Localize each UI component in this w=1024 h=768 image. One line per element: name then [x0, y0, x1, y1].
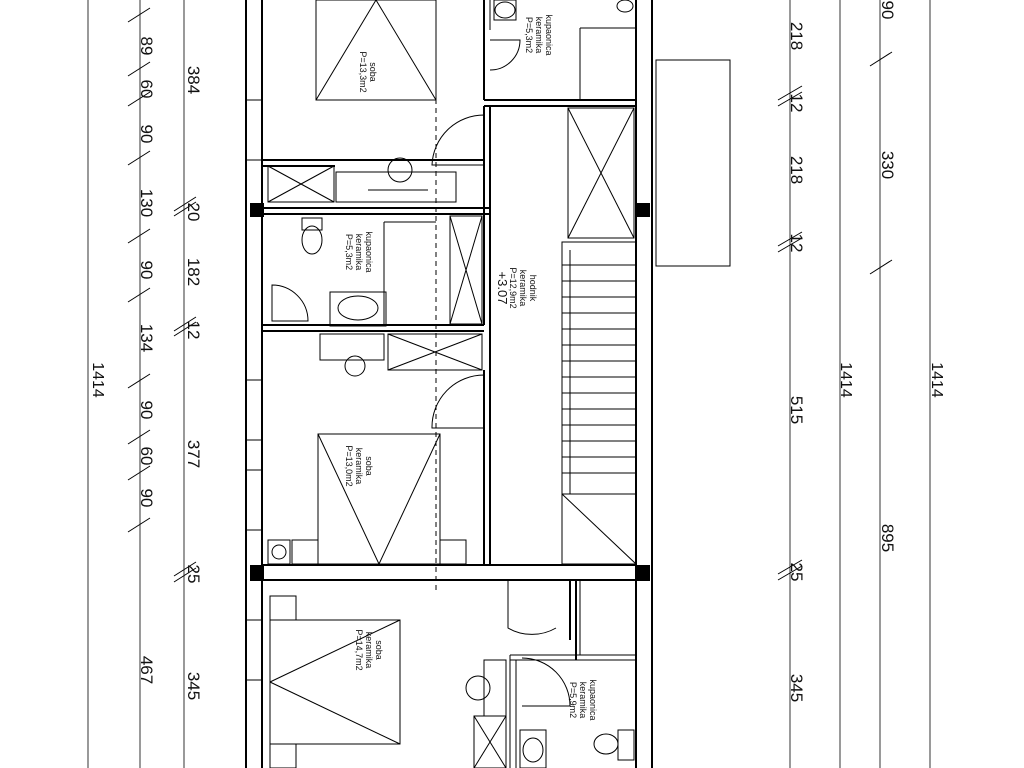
dim-col2-5: 134 [137, 324, 156, 352]
level-mark: +3.07 [495, 272, 510, 305]
walls [245, 0, 653, 768]
dim-col2-7: 60 [137, 447, 156, 466]
dim-col2-9: 467 [137, 656, 156, 684]
bedroom2-area: P=13,0m2 [344, 445, 354, 486]
dim-col2-2: 90 [137, 125, 156, 144]
fixtures [267, 0, 731, 768]
ticks-col6 [869, 51, 893, 275]
bathroom3-area: P=5,9m2 [568, 682, 578, 718]
bedroom3-material: keramika [364, 632, 374, 669]
dim-col6-2: 895 [878, 524, 897, 552]
dim-col2-0: 89 [137, 37, 156, 56]
dim-col3-3: 12 [184, 321, 203, 340]
dim-col4-2: 218 [787, 156, 806, 184]
dim-col3-2: 182 [184, 258, 203, 286]
hallway-area: P=12,9m2 [508, 267, 518, 308]
dimension-lines [87, 0, 931, 768]
bathroom1-area: P=5,3m2 [524, 17, 534, 53]
bedroom1-area: P=13,3m2 [358, 51, 368, 92]
dim-col2-3: 130 [137, 189, 156, 217]
bed-3 [269, 595, 401, 768]
ticks-col4 [777, 85, 803, 581]
bathroom3-material: keramika [578, 682, 588, 719]
doors [271, 39, 571, 707]
dim-col5: 1414 [837, 362, 854, 398]
bedroom3-area: P=14,7m2 [354, 629, 364, 670]
bed-1 [315, 0, 437, 101]
dim-col3-0: 384 [184, 66, 203, 94]
dim-col2-8: 90 [137, 489, 156, 508]
dim-col3-5: 25 [184, 565, 203, 584]
dim-col6-0: 90 [878, 1, 897, 20]
dim-col6-1: 330 [878, 151, 897, 179]
dim-col1: 1414 [89, 362, 106, 398]
dim-col4-5: 25 [787, 563, 806, 582]
dim-col3-4: 377 [184, 440, 203, 468]
dim-col4-1: 12 [787, 94, 806, 113]
dim-col4-0: 218 [787, 22, 806, 50]
dim-col4-3: 12 [787, 234, 806, 253]
bathroom1-material: keramika [534, 17, 544, 54]
dim-col2-6: 90 [137, 401, 156, 420]
hallway-material: keramika [518, 270, 528, 307]
bathroom2-name: kupaonica [364, 231, 374, 272]
dim-col3-6: 345 [184, 672, 203, 700]
bathroom2-material: keramika [354, 234, 364, 271]
bedroom2-material: keramika [354, 448, 364, 485]
room-labels: soba P=13,3m2 kupaonica keramika P=5,3m2… [344, 14, 598, 720]
dim-col2-4: 90 [137, 261, 156, 280]
bedroom2-name: soba [364, 456, 374, 476]
bathroom2-area: P=5,3m2 [344, 234, 354, 270]
dim-col4-6: 345 [787, 674, 806, 702]
bathroom3-name: kupaonica [588, 679, 598, 720]
bedroom3-name: soba [374, 640, 384, 660]
dim-col2-1: 60 [137, 80, 156, 99]
bedroom1-name: soba [368, 62, 378, 82]
dim-col4-4: 515 [787, 396, 806, 424]
dim-col3-1: 20 [184, 203, 203, 222]
ticks-col2 [127, 7, 151, 533]
hallway-name: hodnik [528, 275, 538, 302]
dim-col7: 1414 [928, 362, 945, 398]
dimension-texts: 1414 89 60 90 130 90 134 90 60 90 467 38… [89, 1, 945, 703]
bathroom1-name: kupaonica [544, 14, 554, 55]
bed-2 [267, 433, 467, 565]
stairs [561, 241, 637, 565]
ticks-col3 [173, 196, 197, 583]
